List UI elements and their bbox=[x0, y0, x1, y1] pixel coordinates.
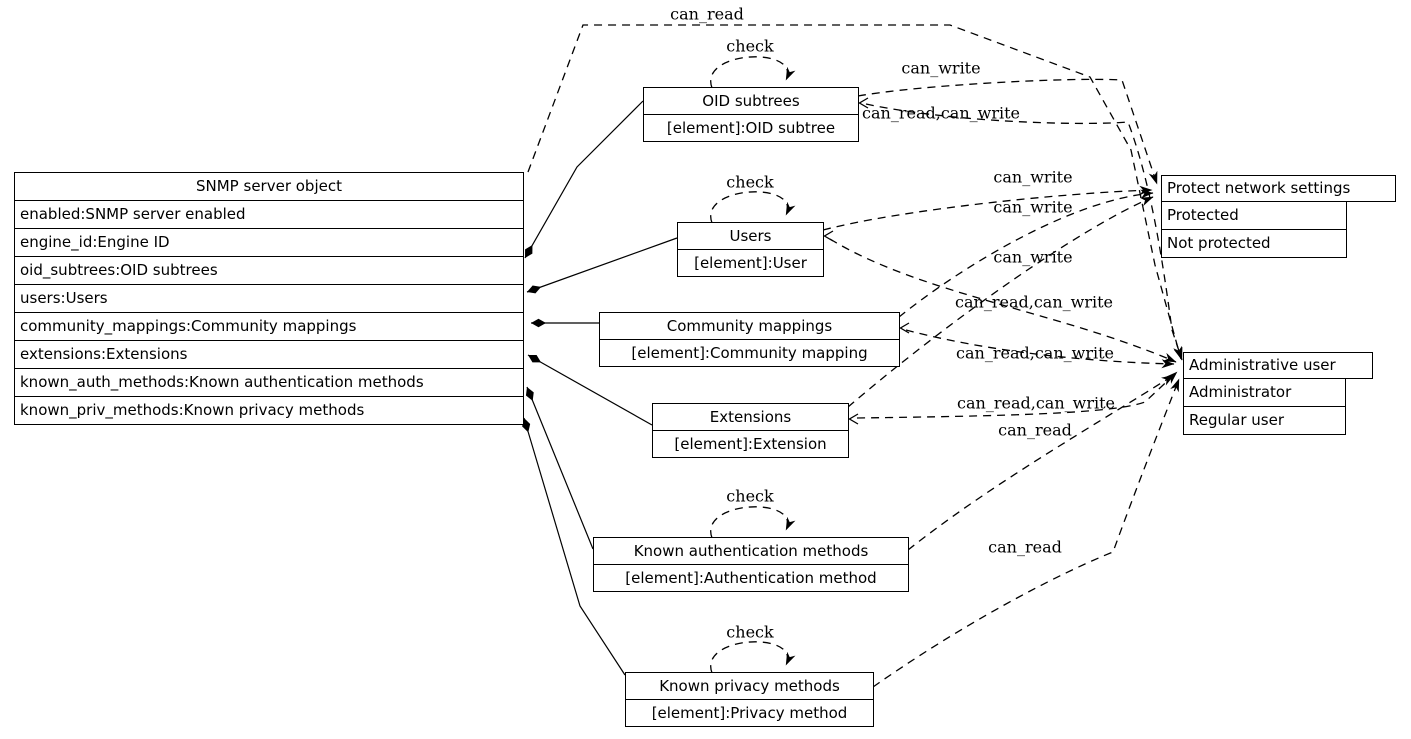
edge-label-check: check bbox=[726, 36, 774, 56]
attribute-row: users:Users bbox=[15, 284, 523, 312]
edge-users-administrative-user-can-read-can-write bbox=[829, 238, 1177, 363]
edge-oid-subtrees-to-protect-network-settings-can-write bbox=[857, 78, 1158, 185]
node-title: Users bbox=[729, 227, 772, 245]
node-title: OID subtrees bbox=[702, 92, 800, 110]
node-title: Protect network settings bbox=[1161, 175, 1396, 202]
edge-label-check: check bbox=[726, 622, 774, 642]
node-title: Extensions bbox=[709, 408, 792, 426]
edge-community-mappings-administrative-user-can-read-can-write bbox=[905, 329, 1175, 369]
edge-label-can-read-can-write: can_read,can_write bbox=[957, 393, 1115, 413]
attribute-row: extensions:Extensions bbox=[15, 340, 523, 368]
composition-known-auth-methods bbox=[525, 386, 594, 550]
attribute-row: [element]:User bbox=[678, 249, 823, 276]
vee-arrowhead-extensions bbox=[848, 413, 859, 425]
node-title: Administrative user bbox=[1183, 352, 1373, 379]
composition-extensions bbox=[527, 354, 653, 426]
edge-label-check: check bbox=[726, 172, 774, 192]
attribute-row: community_mappings:Community mappings bbox=[15, 312, 523, 340]
edge-check-self-loop-users bbox=[710, 191, 796, 224]
edge-extensions-administrative-user-can-read-can-write bbox=[856, 371, 1178, 419]
node-snmp-server-object: SNMP server object enabled:SNMP server e… bbox=[14, 172, 524, 425]
composition-known-priv-methods bbox=[522, 417, 626, 676]
enum-row: Not protected bbox=[1161, 229, 1347, 258]
edge-check-self-loop-oid-subtrees bbox=[710, 56, 796, 89]
attribute-row: known_priv_methods:Known privacy methods bbox=[15, 396, 523, 424]
node-known-auth-methods: Known authentication methods [element]:A… bbox=[593, 537, 909, 592]
node-title: SNMP server object bbox=[196, 177, 342, 195]
attribute-row: known_auth_methods:Known authentication … bbox=[15, 368, 523, 396]
node-title: Known authentication methods bbox=[633, 542, 869, 560]
node-administrative-user: Administrative user Administrator Regula… bbox=[1183, 352, 1373, 435]
edge-check-self-loop-known-priv-methods bbox=[710, 641, 796, 674]
edge-snmp-to-administrative-user-can-read bbox=[527, 24, 1183, 360]
node-title: Community mappings bbox=[666, 317, 833, 335]
edge-users-to-protect-network-settings-can-write bbox=[822, 185, 1153, 231]
edge-oid-subtrees-administrative-user-can-read-can-write bbox=[865, 103, 1183, 361]
edge-label-can-read: can_read bbox=[670, 4, 744, 24]
vee-arrowhead-users bbox=[823, 230, 834, 242]
vee-arrowhead-oid-subtrees bbox=[858, 97, 869, 109]
attribute-row: [element]:Authentication method bbox=[594, 564, 908, 591]
edge-label-can-write: can_write bbox=[901, 58, 981, 78]
enum-row: Regular user bbox=[1183, 406, 1346, 435]
composition-users bbox=[526, 237, 678, 294]
node-protect-network-settings: Protect network settings Protected Not p… bbox=[1161, 175, 1396, 258]
node-title: Known privacy methods bbox=[659, 677, 840, 695]
edge-label-can-write: can_write bbox=[993, 197, 1073, 217]
edge-label-can-write: can_write bbox=[993, 167, 1073, 187]
node-extensions: Extensions [element]:Extension bbox=[652, 403, 849, 458]
node-known-priv-methods: Known privacy methods [element]:Privacy … bbox=[625, 672, 874, 727]
attribute-row: oid_subtrees:OID subtrees bbox=[15, 256, 523, 284]
edge-check-self-loop-known-auth-methods bbox=[710, 506, 796, 539]
edge-label-can-read-can-write: can_read,can_write bbox=[955, 292, 1113, 312]
edge-label-can-read-can-write: can_read,can_write bbox=[862, 103, 1020, 123]
edge-known-auth-methods-to-administrative-user-can-read bbox=[907, 374, 1175, 551]
edge-label-check: check bbox=[726, 486, 774, 506]
node-users: Users [element]:User bbox=[677, 222, 824, 277]
vee-arrowhead-community-mappings bbox=[899, 322, 910, 334]
edge-label-can-read: can_read bbox=[998, 420, 1072, 440]
attribute-row: enabled:SNMP server enabled bbox=[15, 200, 523, 228]
composition-oid-subtrees bbox=[524, 100, 644, 259]
attribute-row: [element]:Privacy method bbox=[626, 699, 873, 726]
attribute-row: [element]:Community mapping bbox=[600, 339, 899, 366]
attribute-row: [element]:Extension bbox=[653, 430, 848, 457]
node-oid-subtrees: OID subtrees [element]:OID subtree bbox=[643, 87, 859, 142]
node-community-mappings: Community mappings [element]:Community m… bbox=[599, 312, 900, 367]
edge-label-can-write: can_write bbox=[993, 247, 1073, 267]
edge-community-mappings-to-protect-network-settings-can-write bbox=[898, 189, 1154, 318]
attribute-row: [element]:OID subtree bbox=[644, 114, 858, 141]
attribute-row: engine_id:Engine ID bbox=[15, 228, 523, 256]
edge-label-can-read: can_read bbox=[988, 537, 1062, 557]
enum-row: Administrator bbox=[1183, 378, 1346, 407]
edge-known-priv-methods-to-administrative-user-can-read bbox=[872, 378, 1180, 688]
enum-row: Protected bbox=[1161, 201, 1347, 230]
edge-label-can-read-can-write: can_read,can_write bbox=[956, 343, 1114, 363]
